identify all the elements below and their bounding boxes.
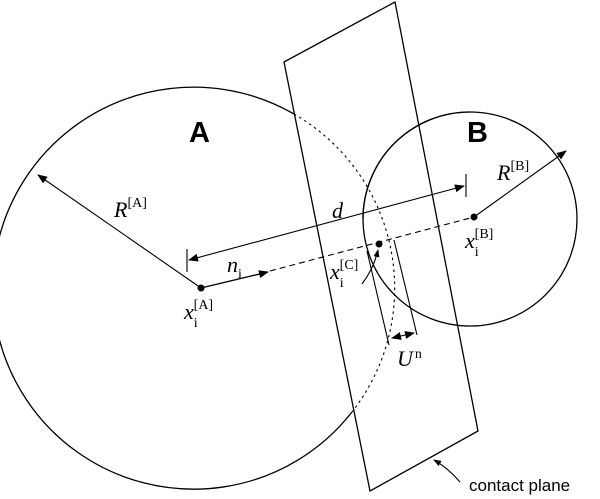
- radius-a-arrow: [37, 174, 202, 289]
- label-contact-point: xi[C]: [329, 258, 358, 291]
- label-radius-a: R[A]: [113, 196, 147, 222]
- label-contact-plane: contact plane: [469, 476, 570, 495]
- sphere-b-front-arc: [362, 111, 471, 220]
- label-radius-b: R[B]: [496, 159, 529, 185]
- center-b-point: [470, 213, 478, 221]
- label-normal-n: ni: [227, 252, 242, 282]
- contact-plane: [283, 1, 479, 493]
- overlap-un-arrow: [391, 331, 415, 340]
- overlap-boundary-left: [366, 250, 390, 346]
- label-body-a: A: [189, 117, 210, 149]
- label-body-b: B: [467, 117, 488, 149]
- sphere-a-outline: [0, 86, 353, 490]
- overlap-boundary-right: [393, 239, 418, 336]
- sphere-a-hidden-arc: [293, 113, 396, 413]
- contact-plane-pointer: [433, 459, 461, 483]
- label-distance-d: d: [332, 198, 344, 223]
- contact-point: [375, 240, 383, 248]
- label-center-b: xi[B]: [464, 227, 493, 260]
- normal-vector-arrow: [200, 270, 269, 289]
- contact-point-pointer: [361, 249, 380, 285]
- radius-b-arrow: [473, 150, 567, 218]
- center-a-point: [197, 284, 205, 292]
- distance-d-dimension: [188, 184, 465, 262]
- center-line-dashed: [269, 216, 475, 272]
- label-center-a: xi[A]: [183, 298, 213, 331]
